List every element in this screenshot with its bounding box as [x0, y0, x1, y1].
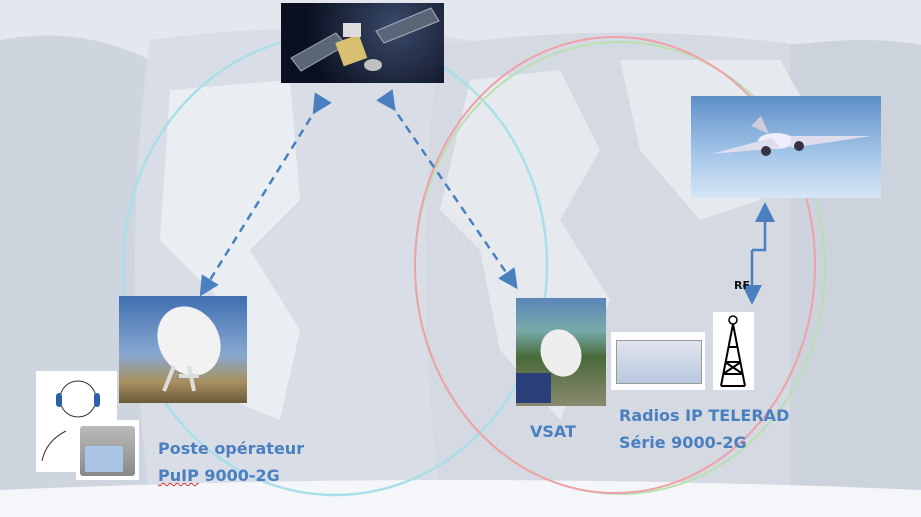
radios-label-line1: Radios IP TELERAD — [619, 406, 790, 425]
satellite-link-arrow-vsat — [376, 89, 518, 290]
satellite-link-arrow-operator — [199, 92, 332, 297]
rf-label: RF — [734, 279, 750, 292]
operator-label-line1: Poste opérateur — [158, 439, 305, 458]
operator-label-product: PuIP — [158, 466, 199, 485]
radios-label-line2: Série 9000-2G — [619, 433, 747, 452]
rf-up-arrow — [752, 202, 775, 252]
radio-tower-image — [713, 312, 754, 390]
radios-label: Radios IP TELERAD Série 9000-2G — [619, 402, 789, 456]
operator-label-model: 9000-2G — [198, 466, 280, 485]
satellite-image — [281, 3, 444, 83]
operator-label: Poste opérateur PuIP 9000-2G — [158, 435, 304, 489]
vsat-dish-image — [516, 298, 606, 406]
vsat-label: VSAT — [530, 422, 576, 441]
radio-rack-image — [611, 332, 705, 390]
airplane-image — [691, 96, 881, 198]
operator-console-image — [76, 420, 139, 480]
ground-station-dish-image — [119, 296, 247, 403]
